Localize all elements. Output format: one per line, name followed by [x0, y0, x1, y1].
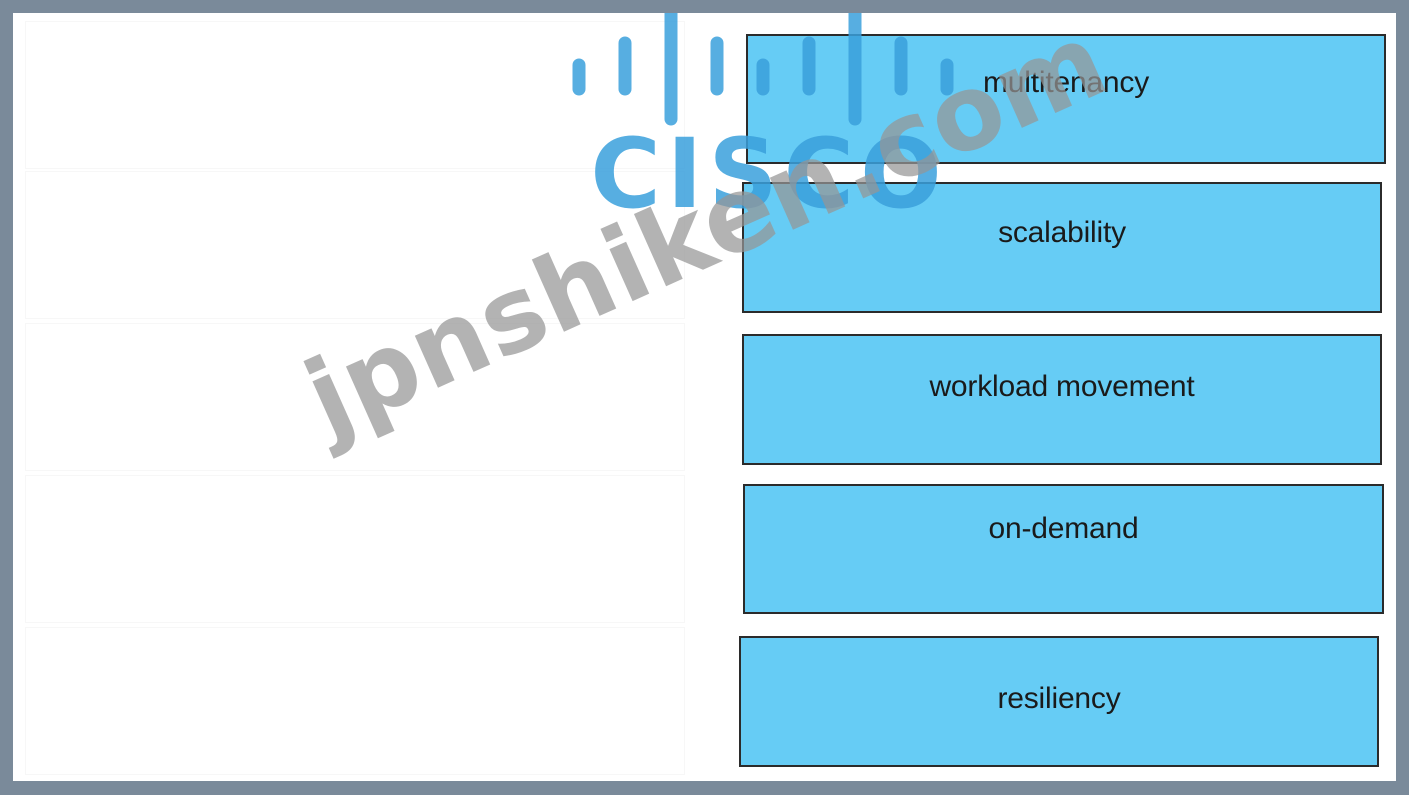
option-label: on-demand	[988, 512, 1139, 545]
option-label: resiliency	[997, 682, 1121, 715]
drop-slot-3[interactable]	[25, 323, 685, 471]
drop-slot-5[interactable]	[25, 627, 685, 775]
drop-slot-4[interactable]	[25, 475, 685, 623]
option-label: scalability	[998, 216, 1126, 249]
option-scalability[interactable]: scalability	[742, 182, 1382, 313]
option-workload-movement[interactable]: workload movement	[742, 334, 1382, 465]
option-multitenancy[interactable]: multitenancy	[746, 34, 1386, 164]
option-on-demand[interactable]: on-demand	[743, 484, 1384, 614]
drop-slot-2[interactable]	[25, 171, 685, 319]
option-label: multitenancy	[982, 66, 1149, 99]
drag-drop-question: multitenancy scalability workload moveme…	[13, 13, 1396, 781]
drop-slot-1[interactable]	[25, 21, 685, 169]
option-resiliency[interactable]: resiliency	[739, 636, 1379, 767]
answer-drop-area[interactable]	[25, 13, 695, 781]
option-label: workload movement	[929, 370, 1195, 403]
